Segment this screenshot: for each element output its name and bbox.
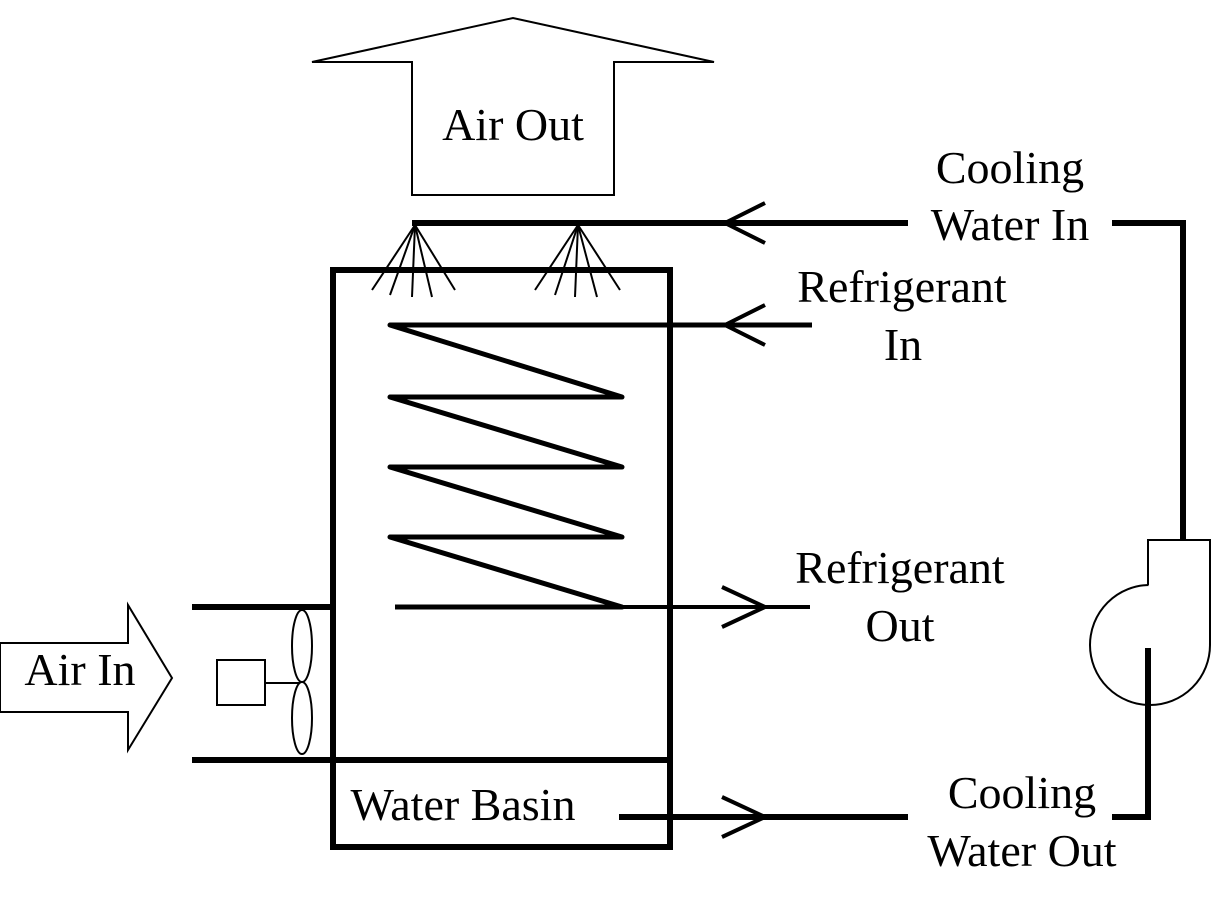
cooling-water-out-label-line2: Water Out: [927, 825, 1116, 876]
fan-icon: [216, 609, 313, 755]
refrigerant-in-label-line2: In: [884, 319, 922, 370]
spray-nozzle-left: [371, 224, 456, 298]
air-in-label: Air In: [24, 644, 135, 695]
cooling-water-in-label-line1: Cooling: [936, 142, 1084, 193]
spray-nozzle-right: [534, 224, 621, 298]
cooling-water-in-label-line2: Water In: [931, 199, 1089, 250]
air-in-arrow: [0, 601, 174, 754]
tower-body: [330, 267, 673, 763]
refrigerant-in-label-line1: Refrigerant: [797, 261, 1007, 312]
refrigerant-out-label-line2: Out: [866, 600, 935, 651]
cooling-water-out-label-line1: Cooling: [948, 767, 1096, 818]
refrigerant-coil: [387, 303, 812, 629]
water-basin-label: Water Basin: [351, 779, 576, 830]
pump-icon: [1089, 539, 1211, 706]
refrigerant-out-label-line1: Refrigerant: [795, 542, 1005, 593]
air-intake-duct: [192, 604, 336, 763]
cooling-water-in-pipe: [412, 201, 1186, 543]
air-out-label: Air Out: [442, 99, 584, 150]
air-out-arrow: [311, 16, 715, 196]
water-basin: [330, 757, 673, 850]
